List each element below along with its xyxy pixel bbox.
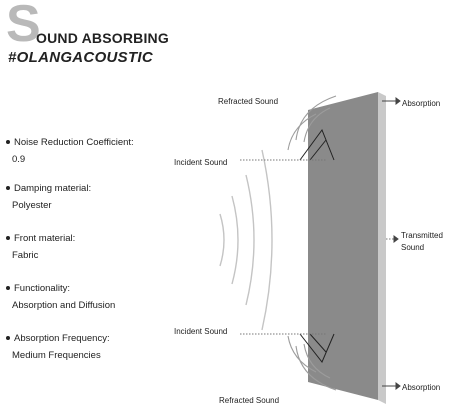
bottom-ray-lines bbox=[299, 333, 335, 363]
hashtag: #OLANGACOUSTIC bbox=[8, 49, 154, 66]
incident-waves bbox=[219, 149, 273, 331]
spec-label: Absorption Frequency: bbox=[14, 333, 110, 344]
spec-label: Damping material: bbox=[14, 183, 92, 194]
spec-value: Polyester bbox=[12, 200, 52, 211]
spec-value: Absorption and Diffusion bbox=[12, 300, 116, 311]
page-title: OUND ABSORBING bbox=[36, 30, 169, 46]
spec-item: Front material: Fabric bbox=[6, 232, 176, 263]
label-refracted-top: Refracted Sound bbox=[218, 97, 278, 106]
bottom-wave-arcs bbox=[287, 335, 337, 391]
label-transmitted-1: Transmitted bbox=[401, 231, 443, 240]
label-absorption-top: Absorption bbox=[402, 99, 440, 108]
label-incident-bottom: Incident Sound bbox=[174, 327, 227, 336]
label-absorption-bottom: Absorption bbox=[402, 383, 440, 392]
bullet-icon bbox=[6, 236, 10, 241]
label-transmitted-2: Sound bbox=[401, 243, 424, 252]
spec-value: 0.9 bbox=[12, 154, 26, 165]
spec-value: Medium Frequencies bbox=[12, 350, 101, 361]
label-refracted-bottom: Refracted Sound bbox=[219, 396, 279, 405]
spec-item: Noise Reduction Coefficient: 0.9 bbox=[6, 136, 176, 167]
top-wave-arcs bbox=[287, 95, 337, 151]
bullet-icon bbox=[6, 140, 10, 145]
spec-item: Functionality: Absorption and Diffusion bbox=[6, 282, 176, 313]
spec-item: Absorption Frequency: Medium Frequencies bbox=[6, 332, 176, 363]
top-ray-lines bbox=[299, 128, 335, 161]
spec-value: Fabric bbox=[12, 250, 39, 261]
header: S OUND ABSORBING #OLANGACOUSTIC bbox=[6, 0, 306, 72]
label-incident-top: Incident Sound bbox=[174, 158, 227, 167]
bullet-icon bbox=[6, 186, 10, 191]
spec-label: Front material: bbox=[14, 233, 76, 244]
title-initial: S bbox=[6, 0, 41, 53]
panel-edge bbox=[378, 92, 386, 404]
spec-label: Noise Reduction Coefficient: bbox=[14, 137, 134, 148]
spec-item: Damping material: Polyester bbox=[6, 182, 176, 213]
spec-label: Functionality: bbox=[14, 283, 70, 294]
acoustic-panel bbox=[308, 92, 378, 400]
absorption-arrows bbox=[382, 97, 401, 390]
bullet-icon bbox=[6, 336, 10, 341]
transmitted-arrow bbox=[393, 235, 399, 243]
bullet-icon bbox=[6, 286, 10, 291]
